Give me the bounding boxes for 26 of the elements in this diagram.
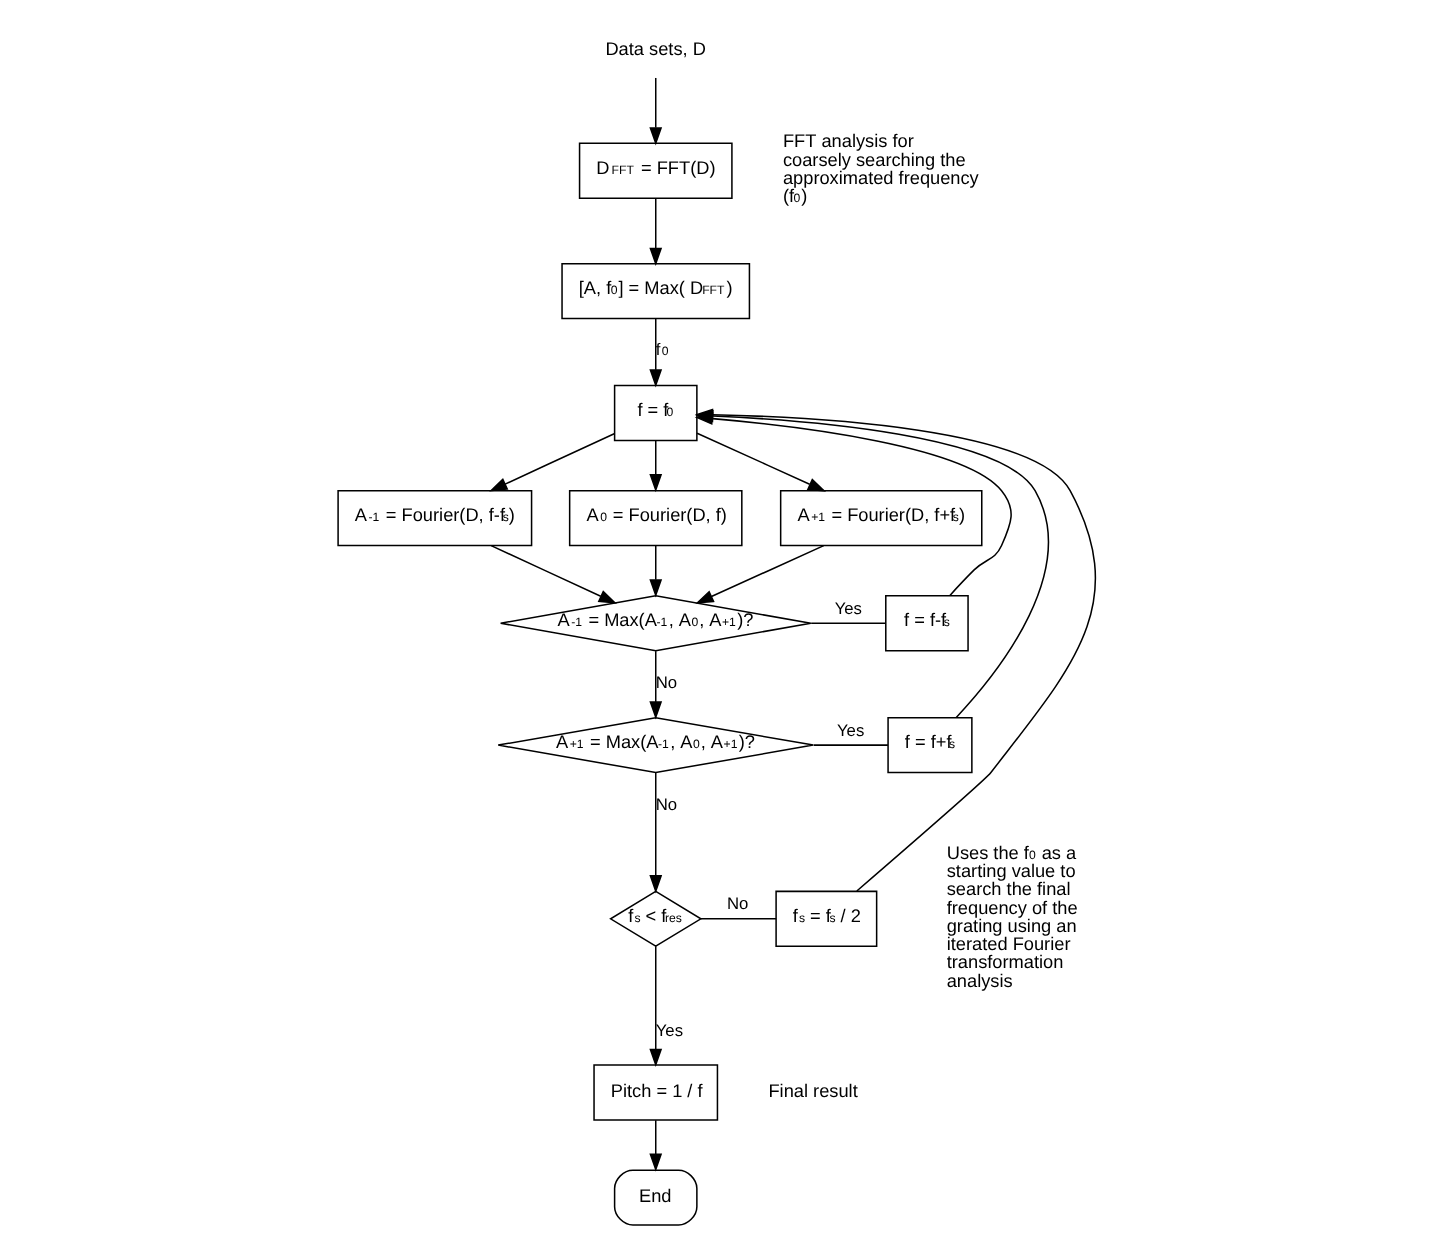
arrow (648, 318, 662, 388)
edge-label: No (654, 794, 677, 815)
arrow (648, 197, 662, 266)
edge-label: No (726, 893, 748, 914)
arrow (648, 1119, 662, 1172)
arrow (694, 544, 824, 604)
connector (811, 744, 888, 746)
arrow (488, 432, 614, 492)
node-box: Pitch = 1 / f (592, 1064, 718, 1121)
arrow (695, 432, 826, 492)
connector (809, 622, 886, 624)
edge-label: Yes (833, 597, 861, 618)
arrow (648, 945, 662, 1068)
arrow (489, 544, 616, 604)
label: Final result (767, 1081, 857, 1102)
arrow (648, 440, 662, 493)
edge-label: Yes (654, 1019, 683, 1040)
connector (699, 918, 776, 920)
arrow (648, 650, 662, 720)
arrow (648, 545, 662, 598)
edge-label: Yes (836, 719, 864, 740)
edge-label: No (654, 672, 677, 693)
node-box: End (612, 1169, 697, 1226)
node-text: Data sets, D (604, 39, 705, 60)
arrow (648, 77, 662, 146)
arrow (648, 771, 662, 894)
